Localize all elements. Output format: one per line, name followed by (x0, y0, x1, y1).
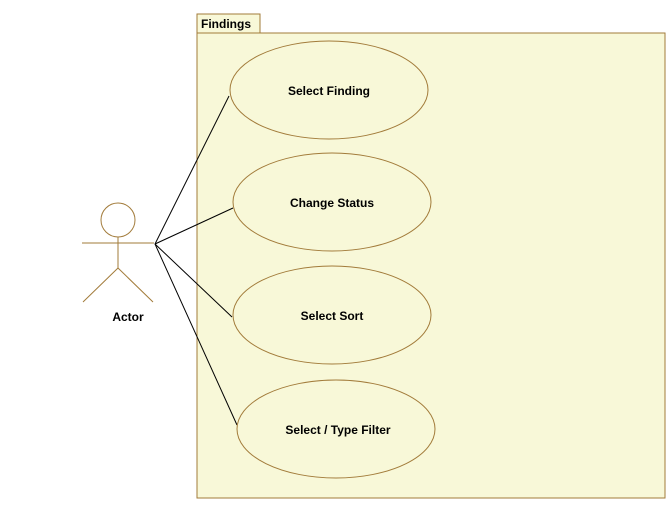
association-line-select-type-filter (154, 243, 238, 426)
association-line-change-status (154, 207, 234, 245)
use-case-label: Change Status (290, 196, 374, 210)
use-case-label: Select / Type Filter (285, 423, 390, 437)
actor-right-leg (117, 267, 154, 303)
actor[interactable]: Actor (82, 202, 154, 324)
use-case-ellipse (232, 265, 432, 365)
use-case-select-finding[interactable]: Select Finding (229, 40, 429, 140)
actor-figure (82, 202, 154, 303)
package-name: Findings (201, 17, 251, 31)
associations (154, 95, 238, 426)
use-case-select-type-filter[interactable]: Select / Type Filter (236, 379, 436, 479)
association-line-select-finding (154, 95, 230, 245)
actor-name: Actor (112, 310, 144, 324)
actor-head (100, 202, 136, 238)
use-case-ellipse (236, 379, 436, 479)
use-case-label: Select Finding (288, 84, 370, 98)
use-case-change-status[interactable]: Change Status (232, 152, 432, 252)
use-case-select-sort[interactable]: Select Sort (232, 265, 432, 365)
use-case-ellipse (232, 152, 432, 252)
association-line-select-sort (154, 243, 233, 318)
actor-left-leg (82, 267, 119, 303)
use-case-ellipse (229, 40, 429, 140)
use-case-label: Select Sort (301, 309, 364, 323)
